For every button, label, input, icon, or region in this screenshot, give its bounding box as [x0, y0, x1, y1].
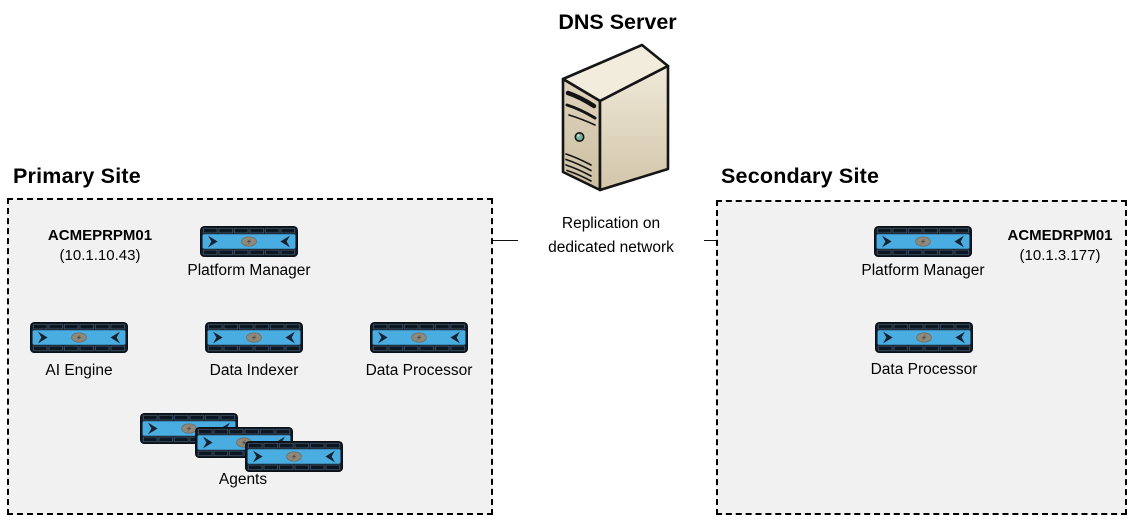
secondary-data-processor-label: Data Processor	[870, 361, 978, 378]
agents-label: Agents	[218, 471, 268, 488]
secondary-platform-manager-label: Platform Manager	[861, 262, 985, 279]
ai-engine-label: AI Engine	[45, 362, 113, 379]
agent-appliance-icon-3	[245, 441, 343, 472]
primary-platform-manager-label: Platform Manager	[187, 262, 311, 279]
dns-server-title: DNS Server	[558, 10, 677, 34]
secondary-platform-manager-host: ACMEDRPM01 (10.1.3.177)	[990, 226, 1130, 266]
primary-platform-manager-appliance-icon	[200, 226, 298, 257]
server-tower-icon	[558, 42, 671, 198]
primary-ip: (10.1.10.43)	[59, 247, 141, 264]
data-indexer-label: Data Indexer	[209, 362, 299, 379]
primary-hostname: ACMEPRPM01	[47, 227, 153, 244]
secondary-platform-manager-appliance-icon	[874, 226, 972, 257]
primary-platform-manager-host: ACMEPRPM01 (10.1.10.43)	[30, 226, 170, 266]
ai-engine-appliance-icon	[30, 322, 128, 353]
replication-label: Replication on dedicated network	[518, 211, 704, 261]
primary-data-processor-appliance-icon	[370, 322, 468, 353]
replication-label-line2: dedicated network	[548, 239, 674, 256]
secondary-hostname: ACMEDRPM01	[1007, 227, 1113, 244]
replication-label-line1: Replication on	[561, 215, 661, 232]
data-indexer-appliance-icon	[205, 322, 303, 353]
secondary-data-processor-appliance-icon	[875, 322, 973, 353]
secondary-site-title: Secondary Site	[721, 164, 880, 188]
primary-site-title: Primary Site	[13, 164, 141, 188]
power-led	[574, 132, 585, 143]
secondary-ip: (10.1.3.177)	[1019, 247, 1101, 264]
primary-data-processor-label: Data Processor	[365, 362, 473, 379]
